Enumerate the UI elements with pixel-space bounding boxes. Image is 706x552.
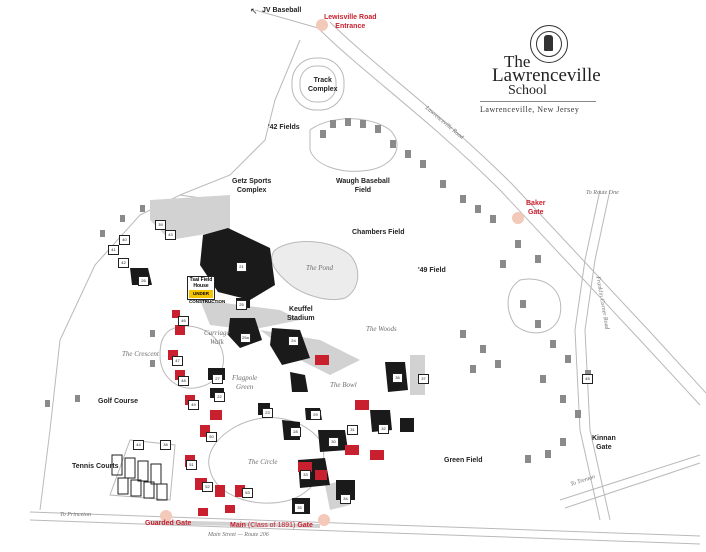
under-construction-badge: UNDER CONSTRUCTION [189,290,226,304]
building-number-31: 31 [347,425,358,435]
building-number-50: 50 [206,432,217,442]
brand-line-1: The [504,52,531,71]
label-the-circle: The Circle [248,458,278,466]
building-number-46: 46 [178,316,189,326]
building-number-48: 48 [178,376,189,386]
building-number-52: 52 [202,482,213,492]
label-main-gate: Main (Class of 1891) Gate [230,521,313,530]
building-number-25a: 25a [240,333,251,343]
brand-location: Lawrenceville, New Jersey [480,105,580,114]
label-tennis-courts: Tennis Courts [72,463,119,470]
building-number-39: 39 [155,220,166,230]
seal-icon [530,25,568,63]
building-number-51: 51 [186,460,197,470]
label-the-bowl: The Bowl [330,381,357,389]
brand-line-2: Lawrenceville [492,65,601,86]
building-number-21: 21 [236,262,247,272]
brand-line-3: School [508,83,547,98]
building-number-23: 23 [262,408,273,418]
label-flagpole-green: Flagpole Green [232,374,258,391]
building-number-22: 22 [214,392,225,402]
building-number-47: 47 [172,356,183,366]
lewisville-gate-marker [316,19,328,31]
road-main-street: Main Street — Route 206 [208,532,269,538]
road-to-route-one: To Route One [586,190,619,196]
label-track-complex: Track Complex [308,77,338,93]
road-to-princeton: To Princeton [60,512,91,518]
building-number-36: 36 [392,373,403,383]
building-number-34: 34 [340,494,351,504]
label-the-woods: The Woods [366,325,397,333]
label-the-pond: The Pond [306,264,334,272]
main-gate-suffix: Gate [297,522,313,529]
building-number-33: 33 [300,470,311,480]
label-the-crescent: The Crescent [122,350,159,358]
baker-gate-marker [512,212,524,224]
label-kinnan-gate: Kinnan Gate [592,435,616,451]
building-number-44: 44 [133,440,144,450]
building-number-42: 42 [118,258,129,268]
main-gate-word: Main [230,522,246,529]
main-gate-marker [318,514,330,526]
building-number-24: 24 [288,336,299,346]
label-42-fields: '42 Fields [268,124,300,131]
label-waugh-baseball-field: Waugh Baseball Field [336,178,390,194]
label-chambers-field: Chambers Field [352,229,405,236]
building-number-25: 25 [236,300,247,310]
building-number-53: 53 [242,488,253,498]
guarded-gate-marker [160,510,172,522]
building-number-26: 26 [138,276,149,286]
building-number-40: 40 [119,235,130,245]
school-logo: The Lawrenceville School Lawrenceville, … [470,22,601,122]
building-number-28: 28 [290,427,301,437]
label-golf-course: Golf Course [98,398,139,405]
label-tsai-field-house: Tsai Field House [189,277,213,289]
building-number-35: 35 [294,503,305,513]
label-49-field: '49 Field [418,267,446,274]
building-number-45: 45 [582,374,593,384]
building-number-43: 43 [165,230,176,240]
main-gate-class: (Class of 1891) [247,522,296,529]
building-number-38: 38 [160,440,171,450]
building-number-41: 41 [108,245,119,255]
north-arrow-icon: ↖ [250,6,258,16]
building-number-29: 29 [310,410,321,420]
building-number-32: 32 [378,424,389,434]
label-guarded-gate: Guarded Gate [145,520,192,527]
building-number-27: 27 [212,374,223,384]
brand-rule [480,101,596,102]
building-number-37: 37 [418,374,429,384]
label-baker-gate: Baker Gate [526,200,546,216]
label-jv-baseball: JV Baseball [262,7,302,14]
building-number-49: 49 [188,400,199,410]
label-green-field: Green Field [444,457,483,464]
label-keuffel-stadium: Keuffel Stadium [287,306,315,322]
label-lewisville-road-entrance: Lewisville Road Entrance [324,14,377,30]
building-number-30: 30 [328,437,339,447]
label-getz-sports-complex: Getz Sports Complex [232,178,272,194]
label-carriage-walk: Carriage Walk [204,329,230,346]
tsai-field-house-sign: Tsai Field House UNDER CONSTRUCTION [187,276,226,304]
